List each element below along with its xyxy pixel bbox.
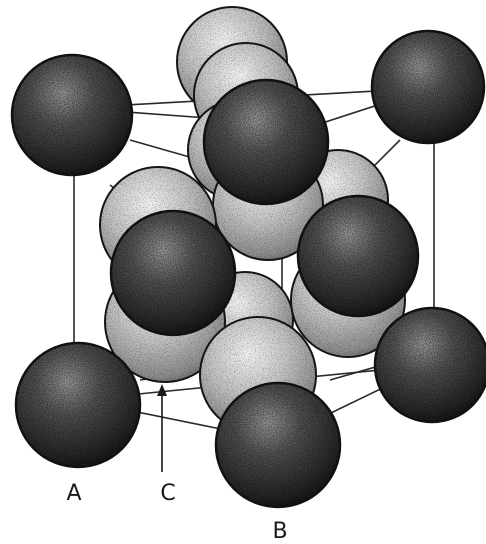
atom-face-right-front [298,196,418,316]
atom-corner-bottom-right [375,308,486,422]
atom-corner-top-left [12,55,132,175]
atom-corner-top-right [372,31,484,143]
label-a: A [66,481,81,506]
atom-face-left-front [111,211,235,335]
atom-corner-bottom-left [16,343,140,467]
pointer-arrow-c [157,384,167,472]
label-b: B [272,519,287,544]
atom-corner-bottom-front [216,383,340,507]
label-c: C [160,481,175,506]
atom-face-top-front [204,80,328,204]
